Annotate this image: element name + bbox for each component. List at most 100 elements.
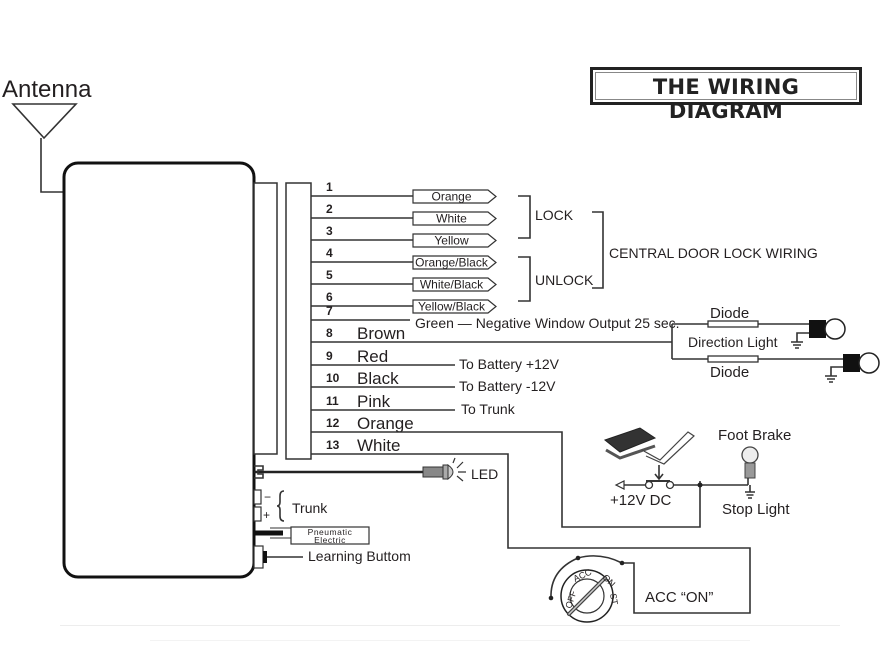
brake-pedal-icon (603, 427, 657, 453)
led-label: LED (471, 466, 498, 482)
wire-color-label: Orange (357, 414, 414, 433)
pneumatic-electric-tag (290, 526, 370, 545)
lamp-bulb-icon (824, 318, 846, 340)
pin10-note: To Battery -12V (459, 378, 556, 394)
trunk-minus-port (253, 489, 262, 505)
connector-housing (253, 182, 278, 455)
wire-color-label: Red (357, 347, 388, 366)
learning-button-label: Learning Buttom (308, 548, 411, 564)
trunk-minus-label: − (264, 490, 271, 504)
diagram-title: THE WIRING DIAGRAM (652, 75, 800, 123)
pin-number: 10 (326, 371, 340, 385)
supply-12v-label: +12V DC (610, 492, 671, 509)
pin-number: 12 (326, 416, 340, 430)
lock-label: LOCK (535, 207, 574, 223)
pin-7: 7 (311, 304, 410, 321)
acc-on-label: ACC “ON” (645, 589, 713, 606)
pin-number: 13 (326, 438, 340, 452)
antenna-wire (40, 138, 64, 193)
direction-light: Diode Diode Direction Light (311, 305, 880, 383)
ground-icon (791, 332, 809, 349)
wire-tag-arrow-icon (412, 233, 497, 248)
foot-brake-label: Foot Brake (718, 427, 791, 444)
lamp-bulb-icon (858, 352, 880, 374)
pin-number: 4 (326, 246, 333, 260)
central-lock-label: CENTRAL DOOR LOCK WIRING (609, 245, 818, 261)
diagram-title-box: THE WIRING DIAGRAM (590, 67, 862, 123)
control-module (62, 161, 256, 579)
wire-tag-arrow-icon (412, 255, 497, 270)
diode-icon (707, 320, 759, 328)
wire-color-label: Brown (357, 324, 405, 343)
direction-light-label: Direction Light (688, 334, 778, 350)
diode-bottom-label: Diode (710, 364, 749, 381)
antenna: Antenna (2, 76, 92, 193)
scan-noise (60, 625, 840, 641)
pneumatic-label: Pneumatic (308, 527, 353, 537)
pin-12: 12 Orange (326, 414, 414, 433)
pin-wires: 1Orange2White3Yellow4Orange/Black5White/… (311, 180, 497, 455)
wire-tag-label: Orange/Black (415, 256, 489, 270)
ignition-switch: OFF ACC ON ST ACC “ON” (548, 555, 713, 623)
pin-8: 8 Brown (326, 324, 405, 343)
unlock-label: UNLOCK (535, 272, 594, 288)
trunk-plus-port (253, 506, 262, 522)
wire-tag-label: Orange (431, 190, 471, 204)
trunk-brace (276, 490, 285, 522)
wire-color-label: Black (357, 369, 399, 388)
foot-brake: +12V DC Foot Brake Stop Light (603, 427, 791, 518)
learning-button[interactable] (263, 551, 267, 563)
wire-tag-arrow-icon (412, 211, 497, 226)
pin-10: 10 Black (311, 369, 455, 388)
lock-brackets: LOCK UNLOCK CENTRAL DOOR LOCK WIRING (518, 195, 818, 302)
pin7-note: Green — Negative Window Output 25 sec. (415, 315, 680, 331)
led-icon (447, 464, 454, 480)
wire-tag-label: White (436, 212, 467, 226)
diode-top-label: Diode (710, 305, 749, 322)
ignition-st: ST (608, 593, 620, 607)
trunk-plus-label: + (263, 508, 270, 522)
wire-color-label: Pink (357, 392, 391, 411)
pin-number: 6 (326, 290, 333, 304)
pin-number: 7 (326, 304, 333, 318)
led: LED (254, 457, 498, 482)
pin11-note: To Trunk (461, 401, 516, 417)
antenna-icon (11, 103, 78, 140)
ground-icon (825, 366, 843, 383)
pin-9: 9 Red (311, 347, 455, 366)
antenna-label: Antenna (2, 76, 92, 103)
wire-tag-arrow-icon (412, 299, 497, 314)
wire-tag-arrow-icon (412, 277, 497, 292)
wire-tag-arrow-icon (412, 189, 497, 204)
pin-11: 11 Pink (311, 392, 455, 411)
connector-plug (285, 182, 312, 460)
wire-tag-label: Yellow (434, 234, 469, 248)
pin-number: 5 (326, 268, 333, 282)
pin13-route (311, 453, 751, 614)
pin-number: 9 (326, 349, 333, 363)
pin-number: 8 (326, 326, 333, 340)
pin12-route (311, 431, 701, 528)
ground-icon (745, 478, 755, 499)
lamp-socket-icon (809, 320, 826, 338)
side-connectors: − + Trunk Pneumatic Electric Learning Bu… (253, 465, 411, 569)
pin-13: 13 White (326, 436, 400, 455)
diode-icon (707, 355, 759, 363)
stop-light-bulb-icon (741, 446, 759, 464)
pin-number: 1 (326, 180, 333, 194)
trunk-label: Trunk (292, 500, 328, 516)
pin9-note: To Battery +12V (459, 356, 560, 372)
stop-light-label: Stop Light (722, 501, 790, 518)
wire-tag-label: Yellow/Black (418, 300, 486, 314)
wire-color-label: White (357, 436, 400, 455)
pin-number: 11 (326, 394, 339, 408)
lamp-socket-icon (843, 354, 860, 372)
wire-tag-label: White/Black (420, 278, 484, 292)
